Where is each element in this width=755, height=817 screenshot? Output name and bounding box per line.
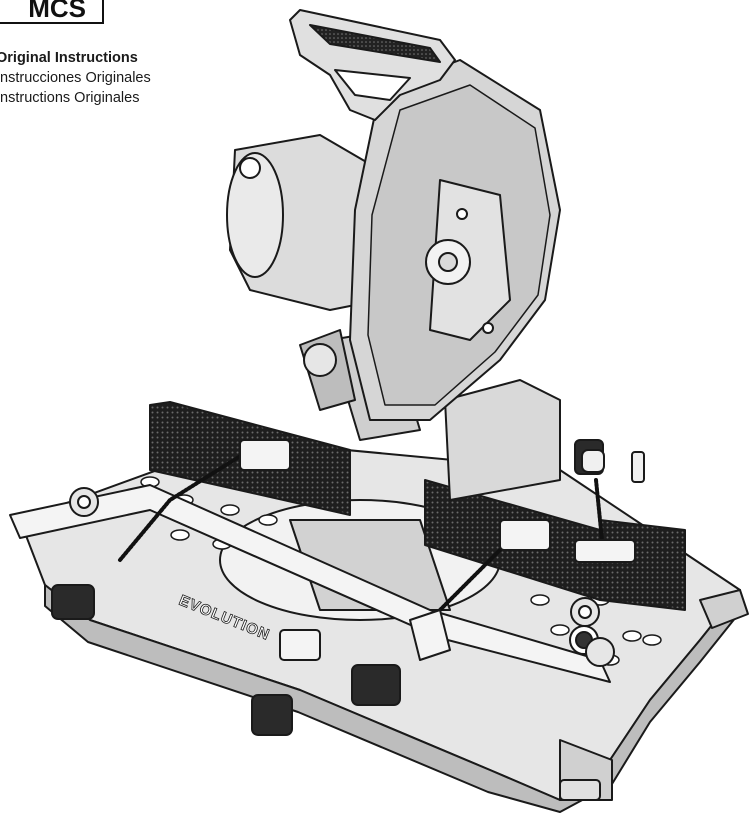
language-label-english: Original Instructions xyxy=(0,50,138,66)
model-name: MCS xyxy=(28,0,86,23)
motor-housing xyxy=(226,134,381,411)
language-label-spanish: Instrucciones Originales xyxy=(0,70,151,86)
front-rail xyxy=(9,484,611,683)
language-list: Original Instructions Instrucciones Orig… xyxy=(0,48,151,108)
model-badge: MCS xyxy=(0,0,104,24)
blade-guard xyxy=(349,59,561,421)
saw-handle xyxy=(289,9,456,121)
language-label-french: Instructions Originales xyxy=(0,90,140,106)
